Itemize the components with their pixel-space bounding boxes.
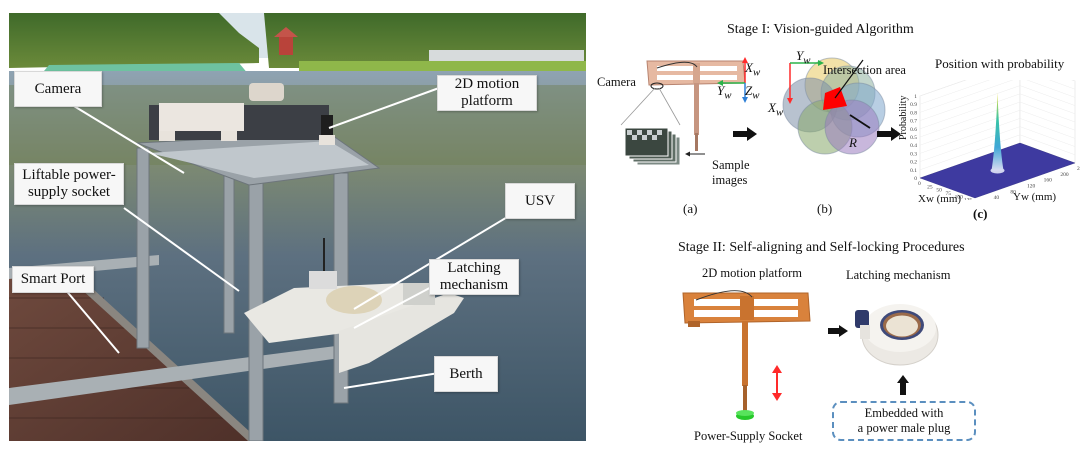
panel-b-xw-label: Xw xyxy=(768,100,784,119)
radius-label: R xyxy=(849,135,857,150)
intersection-area xyxy=(823,87,847,110)
z-tick-label: 0.9 xyxy=(910,102,917,108)
arrow-to-latch-icon xyxy=(828,325,848,337)
z-gridline xyxy=(919,109,1076,146)
zw-label: Zw xyxy=(745,83,760,102)
chart-xlabel: Xw (mm) xyxy=(918,193,962,205)
x-tick-label: 25 xyxy=(927,184,933,190)
z-gridline xyxy=(919,101,1076,138)
z-gridline xyxy=(919,134,1076,171)
callout-2d-motion-platform: 2D motion platform xyxy=(437,75,537,111)
panel-a-camera-rig xyxy=(620,57,748,166)
usv-docking-photo: Camera 2D motion platform Liftable power… xyxy=(9,13,586,441)
z-gridline xyxy=(919,85,1076,121)
camera-label: Camera xyxy=(597,75,636,89)
callout-usv: USV xyxy=(505,183,575,219)
embedded-plug-note: Embedded with a power male plug xyxy=(832,401,976,441)
z-gridline xyxy=(919,80,1076,97)
sample-images-stack xyxy=(624,127,681,166)
motion-platform xyxy=(149,83,335,145)
caption-c: (c) xyxy=(973,206,988,221)
y-tick-label: 120 xyxy=(1027,184,1036,190)
pagoda xyxy=(279,35,293,55)
chart-zlabel: Probability xyxy=(898,95,909,140)
callout-camera: Camera xyxy=(14,71,102,107)
z-tick-label: 0.5 xyxy=(910,135,917,141)
z-tick-label: 1 xyxy=(914,94,917,100)
callout-berth: Berth xyxy=(434,356,498,392)
yw-label: Yw xyxy=(717,83,732,102)
z-tick-label: 0.7 xyxy=(910,119,917,125)
x-tick-label: 125 xyxy=(964,198,973,200)
sensing-circle xyxy=(824,99,880,155)
z-tick-label: 0 xyxy=(914,176,917,182)
z-tick-label: 0.4 xyxy=(910,143,917,149)
callout-liftable-power-supply-socket: Liftable power- supply socket xyxy=(14,163,124,205)
rail xyxy=(9,343,361,405)
x-tick-label: 50 xyxy=(936,188,942,194)
latching-label: Latching mechanism xyxy=(846,268,951,282)
z-tick-label: 0.6 xyxy=(910,127,917,133)
y-tick-label: 80 xyxy=(1010,189,1016,195)
latch-motor xyxy=(855,310,869,328)
motion-platform-model xyxy=(682,290,811,420)
callout-smart-port: Smart Port xyxy=(12,266,94,293)
caption-b: (b) xyxy=(817,201,833,216)
arrow-up-icon xyxy=(897,375,909,395)
x-tick-label: 0 xyxy=(918,181,921,187)
arrow-b-to-c-icon xyxy=(877,127,901,141)
y-tick-label: 200 xyxy=(1060,172,1069,178)
y-tick-label: 40 xyxy=(994,195,1000,200)
callout-latching-mechanism: Latching mechanism xyxy=(429,259,519,295)
platform-label: 2D motion platform xyxy=(702,266,802,280)
z-gridline xyxy=(919,93,1076,130)
xw-label: Xw xyxy=(745,60,761,79)
z-gridline xyxy=(919,118,1076,154)
latching-mechanism-model xyxy=(855,304,939,366)
z-tick-label: 0.1 xyxy=(910,168,917,174)
dock-deck xyxy=(9,268,259,441)
y-tick-label: 160 xyxy=(1044,178,1053,184)
z-tick-label: 0.8 xyxy=(910,110,917,116)
camera-icon xyxy=(650,82,664,90)
chart-ylabel: Yw (mm) xyxy=(1013,191,1057,203)
chart-title: Position with probability xyxy=(935,56,1065,71)
intersection-area-label: Intersection area xyxy=(823,63,906,77)
z-gridline xyxy=(919,126,1076,162)
z-tick-label: 0.2 xyxy=(910,160,917,166)
socket-rod xyxy=(742,321,748,386)
stage2-title: Stage II: Self-aligning and Self-locking… xyxy=(678,240,965,255)
probability-surface-chart: 00.10.20.30.40.50.60.70.80.9102550751001… xyxy=(910,80,1080,200)
panel-b-circle-intersection xyxy=(782,57,886,155)
x-tick-label: 100 xyxy=(955,194,964,200)
radius-line xyxy=(849,114,871,129)
z-tick-label: 0.3 xyxy=(910,151,917,157)
x-tick-label: 75 xyxy=(946,191,952,197)
caption-a: (a) xyxy=(683,201,698,216)
arrow-a-to-b-icon xyxy=(733,127,757,141)
probability-peak xyxy=(991,92,1004,171)
stage1-title: Stage I: Vision-guided Algorithm xyxy=(727,22,914,37)
usv-vessel xyxy=(244,238,464,373)
panel-b-yw-label: Yw xyxy=(796,48,811,67)
y-tick-label: 240 xyxy=(1077,166,1080,172)
lift-arrow-icon xyxy=(772,365,782,401)
z-gridline xyxy=(919,80,1076,113)
sample-images-label: Sample images xyxy=(712,158,750,187)
z-gridline xyxy=(919,80,1076,105)
socket-label: Power-Supply Socket xyxy=(694,429,803,443)
intersection-pointer xyxy=(834,59,864,99)
photo-scene xyxy=(9,13,586,441)
